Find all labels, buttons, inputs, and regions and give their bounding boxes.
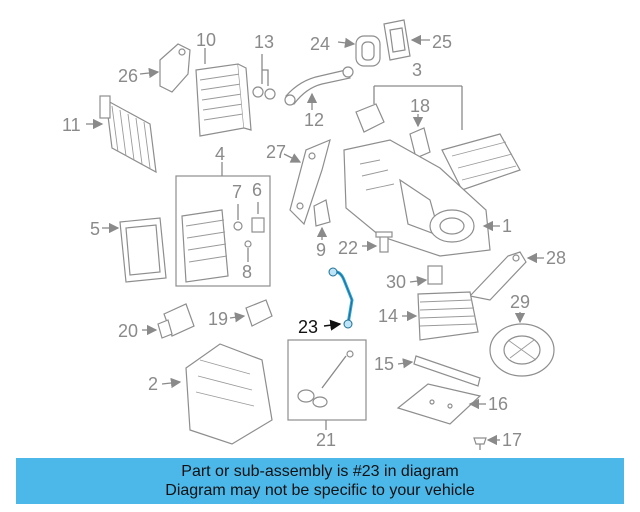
callout-28: 28 bbox=[546, 248, 566, 268]
callout-1: 1 bbox=[502, 216, 512, 236]
leader-2 bbox=[161, 377, 182, 389]
part-22-bolt bbox=[375, 231, 393, 253]
part-1-hvac-housing bbox=[343, 139, 491, 257]
leader-30 bbox=[409, 275, 428, 287]
callout-5: 5 bbox=[90, 219, 100, 239]
callout-27: 27 bbox=[266, 142, 286, 162]
callout-12: 12 bbox=[304, 110, 324, 130]
part-2-housing bbox=[185, 343, 273, 445]
part-17-screw bbox=[473, 437, 487, 450]
leader-3 bbox=[373, 85, 463, 130]
callout-22: 22 bbox=[338, 238, 358, 258]
part-16-plate bbox=[396, 383, 482, 425]
callout-7: 7 bbox=[232, 182, 242, 202]
leader-23 bbox=[323, 319, 342, 331]
callout-9: 9 bbox=[316, 240, 326, 260]
banner-line-2: Diagram may not be specific to your vehi… bbox=[165, 482, 475, 499]
part-27-bracket bbox=[289, 138, 331, 226]
callout-19: 19 bbox=[208, 309, 228, 329]
callout-4: 4 bbox=[215, 144, 225, 164]
callout-6: 6 bbox=[252, 180, 262, 200]
info-banner: Part or sub-assembly is #23 in diagram D… bbox=[16, 458, 624, 504]
part-29-blower bbox=[489, 323, 555, 377]
leader-26 bbox=[139, 67, 160, 79]
callout-15: 15 bbox=[374, 354, 394, 374]
banner-line-1: Part or sub-assembly is #23 in diagram bbox=[181, 463, 459, 480]
part-3-actuator bbox=[355, 103, 385, 133]
callout-3: 3 bbox=[412, 60, 422, 80]
callout-25: 25 bbox=[432, 32, 452, 52]
leader-27 bbox=[283, 153, 302, 163]
part-23-hose bbox=[328, 267, 354, 329]
callout-29: 29 bbox=[510, 292, 530, 312]
part-13-valve bbox=[252, 54, 276, 100]
part-18-actuator bbox=[409, 127, 431, 159]
callout-13: 13 bbox=[254, 32, 274, 52]
part-6-sensor bbox=[251, 217, 265, 233]
callout-18: 18 bbox=[410, 96, 430, 116]
callout-16: 16 bbox=[488, 394, 508, 414]
callout-21: 21 bbox=[316, 430, 336, 450]
part-30-sensor bbox=[427, 265, 443, 285]
callout-2: 2 bbox=[148, 374, 158, 394]
leader-15 bbox=[397, 358, 414, 369]
callout-20: 20 bbox=[118, 321, 138, 341]
callout-14: 14 bbox=[378, 306, 398, 326]
part-11-heater-core bbox=[99, 95, 157, 174]
callout-17: 17 bbox=[502, 430, 522, 450]
part-5-filter bbox=[119, 217, 167, 283]
box-21 bbox=[287, 339, 367, 421]
part-12-pipe bbox=[284, 66, 354, 106]
leader-24 bbox=[337, 37, 356, 49]
part-15-seal bbox=[413, 355, 481, 387]
part-24-seal bbox=[355, 35, 381, 67]
part-19-clip bbox=[245, 299, 273, 327]
callout-24: 24 bbox=[310, 34, 330, 54]
part-25-seal bbox=[383, 19, 411, 61]
part-3-mode-door bbox=[441, 133, 521, 191]
callout-8: 8 bbox=[242, 262, 252, 282]
part-26-bracket bbox=[159, 43, 191, 93]
part-28-bracket bbox=[468, 251, 527, 301]
part-10-evaporator bbox=[195, 63, 252, 137]
part-4-filter bbox=[181, 209, 229, 283]
parts-diagram: 10 26 11 13 12 24 25 3 bbox=[62, 19, 566, 450]
part-8-screw bbox=[244, 240, 252, 248]
part-9 bbox=[313, 199, 331, 227]
callout-23: 23 bbox=[298, 317, 318, 337]
callout-11: 11 bbox=[62, 115, 81, 135]
part-20-actuator bbox=[157, 303, 195, 339]
leader-19 bbox=[229, 312, 246, 323]
part-21-kit bbox=[297, 350, 354, 408]
callout-10: 10 bbox=[196, 30, 216, 50]
callout-30: 30 bbox=[386, 272, 406, 292]
part-7-clip bbox=[233, 221, 243, 231]
callout-26: 26 bbox=[118, 66, 138, 86]
part-14-filter bbox=[417, 291, 479, 341]
